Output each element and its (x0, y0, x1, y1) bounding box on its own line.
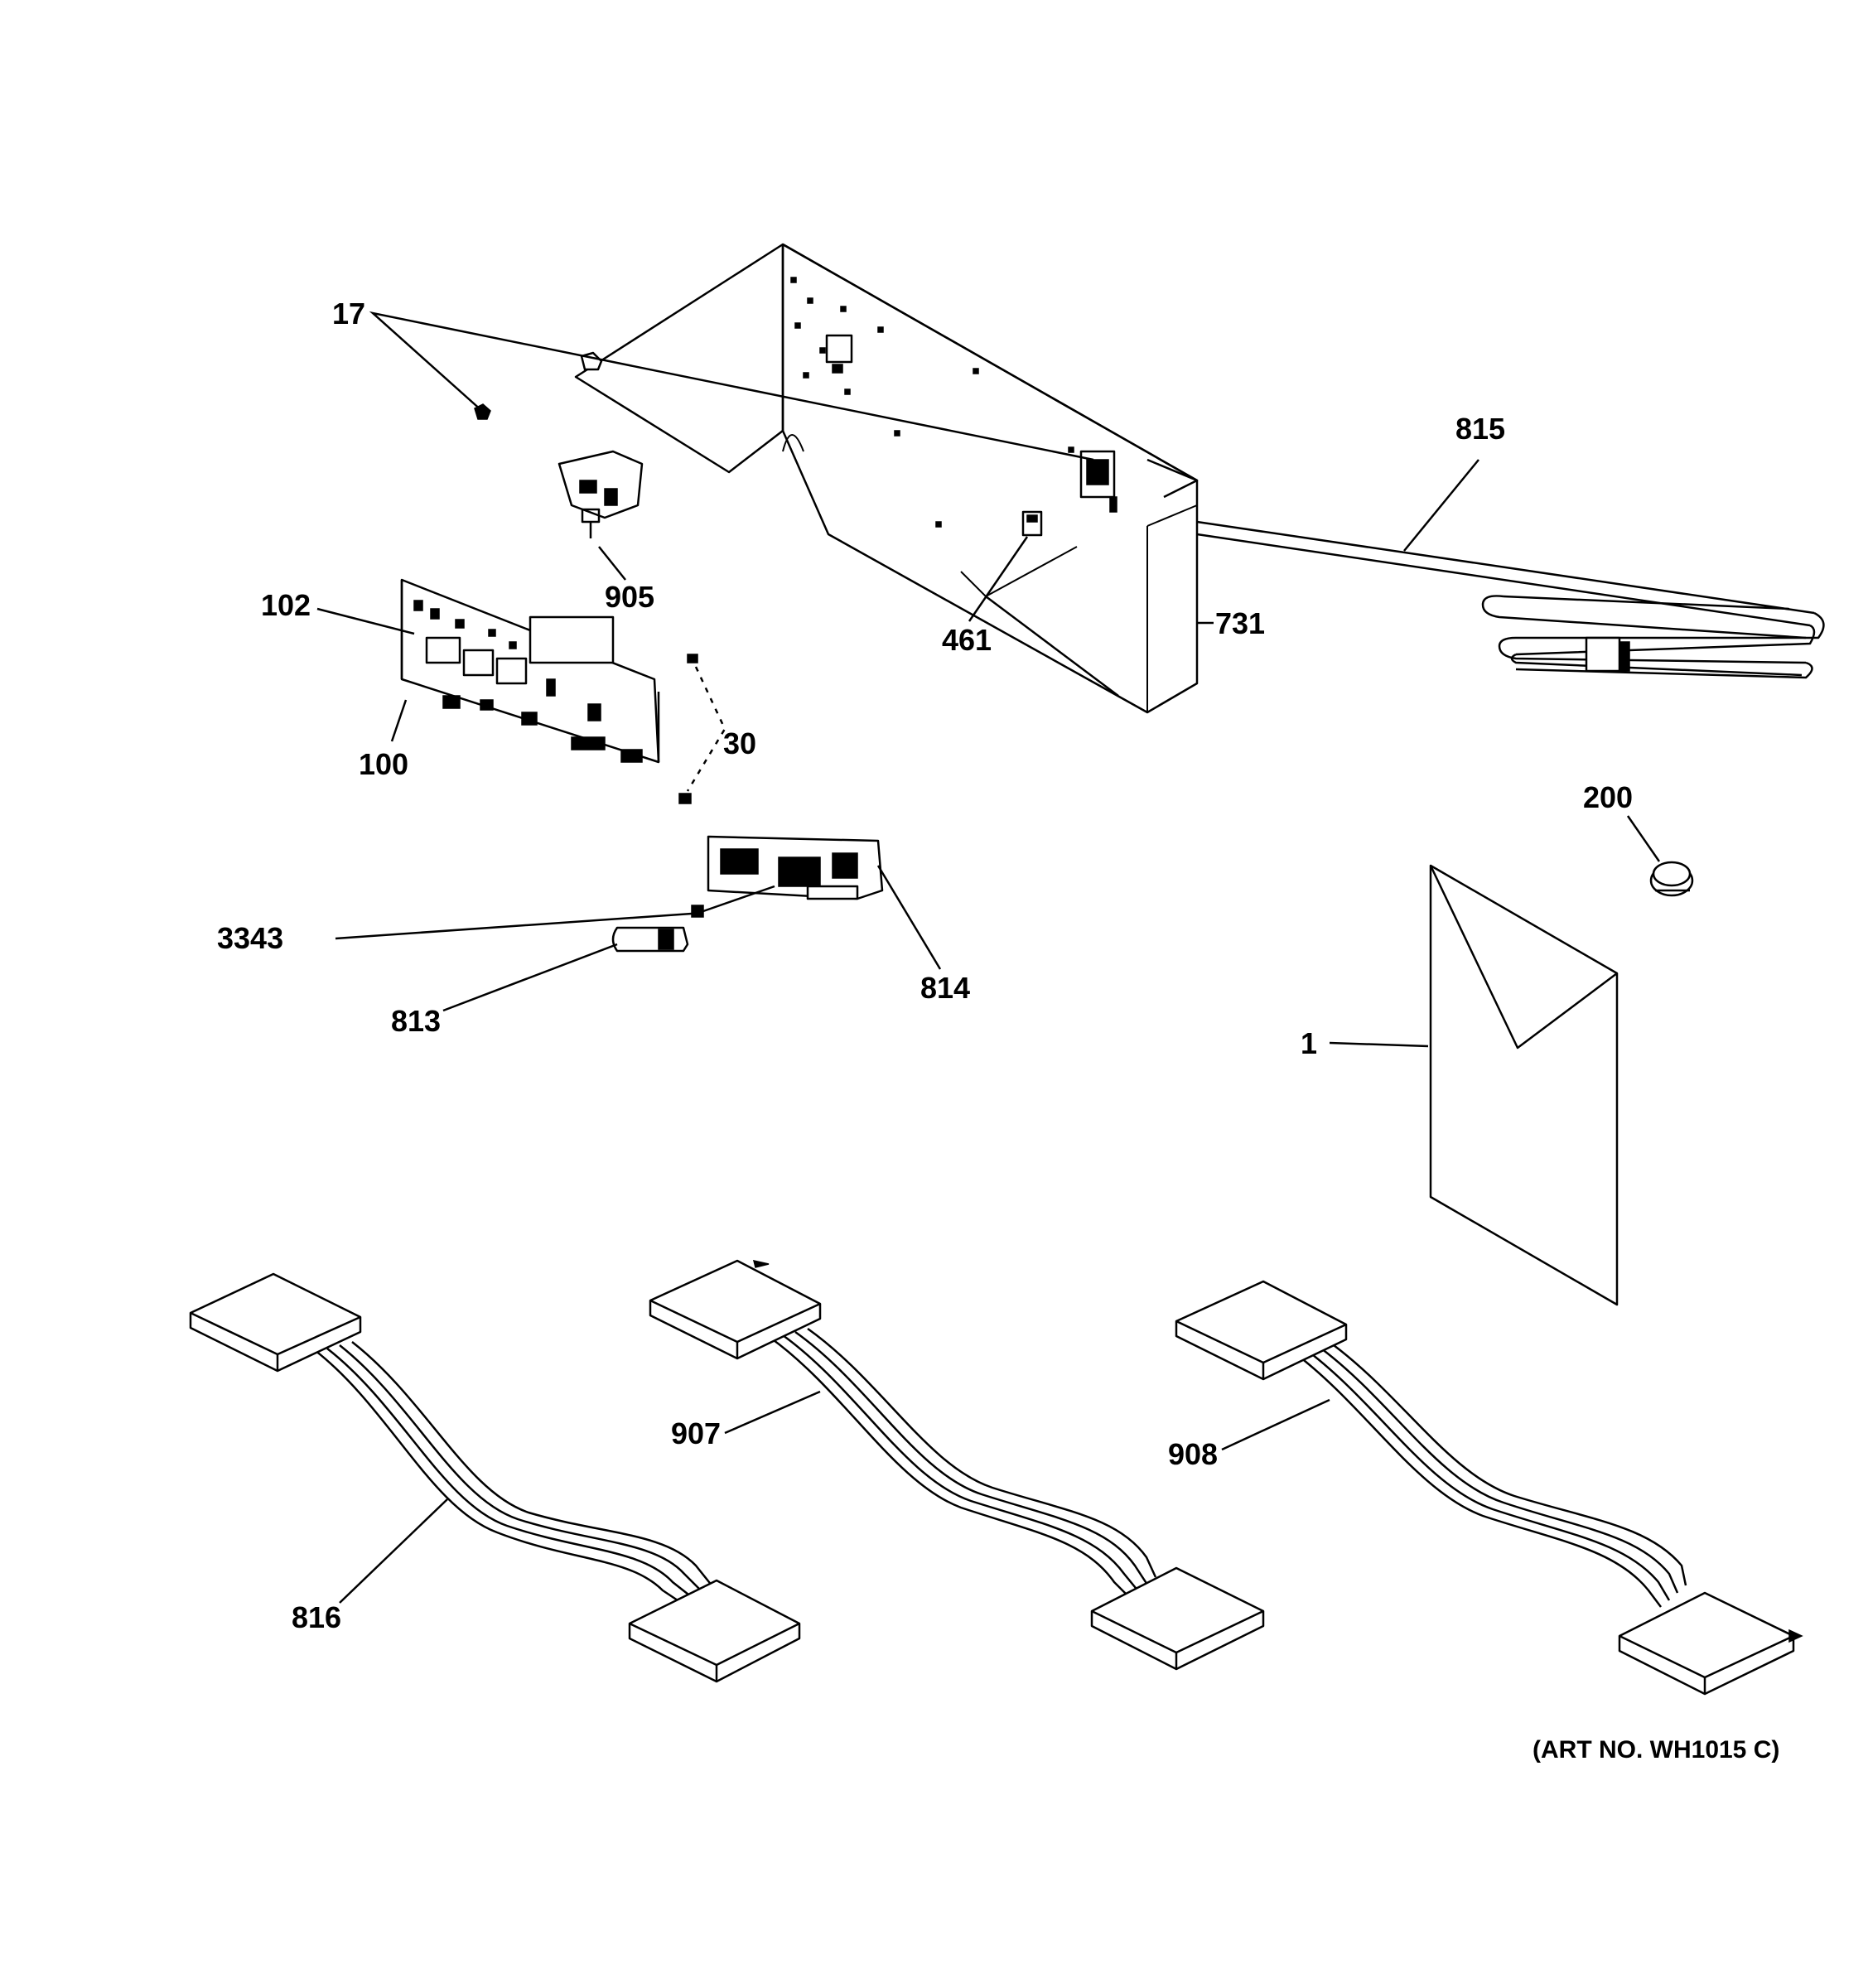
label-461: 461 (942, 623, 992, 657)
literature-part-1 (1429, 864, 1619, 1306)
label-102: 102 (261, 588, 311, 622)
art-number: (ART NO. WH1015 C) (1533, 1736, 1779, 1764)
label-908: 908 (1168, 1437, 1218, 1471)
connector-813 (611, 926, 689, 953)
leader-461 (968, 536, 1029, 622)
label-731: 731 (1215, 606, 1265, 640)
leader-908 (1221, 1398, 1330, 1451)
label-17: 17 (332, 297, 365, 331)
label-200: 200 (1583, 780, 1633, 814)
leader-1 (1329, 1041, 1429, 1048)
wire-harness-907 (649, 1259, 1265, 1671)
leader-17 (369, 311, 1094, 461)
screw-17 (474, 351, 603, 420)
label-1: 1 (1301, 1026, 1317, 1060)
label-816: 816 (292, 1600, 341, 1634)
clip-3343 (691, 885, 775, 918)
wire-harness-908 (1175, 1280, 1803, 1696)
leader-907 (724, 1390, 821, 1435)
connector-block (628, 1579, 801, 1683)
leader-200 (1626, 815, 1661, 862)
label-813: 813 (391, 1004, 441, 1038)
screw-30 (678, 654, 698, 804)
label-814: 814 (920, 971, 970, 1005)
connector-block (649, 1259, 822, 1360)
connector-block (1090, 1566, 1265, 1671)
leader-3343 (335, 912, 693, 940)
leader-30 (686, 666, 726, 792)
thermal-part-200 (1649, 861, 1694, 897)
housing-part (574, 243, 1199, 714)
connector-block (1618, 1591, 1803, 1696)
label-30: 30 (723, 726, 756, 760)
leader-815 (1403, 459, 1479, 552)
connector-block (189, 1272, 362, 1373)
label-907: 907 (671, 1416, 721, 1450)
relay-905 (558, 450, 644, 538)
label-905: 905 (605, 580, 654, 614)
label-100: 100 (359, 747, 408, 781)
leader-102 (316, 607, 415, 635)
label-815: 815 (1455, 412, 1505, 446)
wire-harness-816 (189, 1272, 801, 1683)
label-3343: 3343 (217, 921, 283, 955)
bracket-814 (707, 835, 884, 900)
leader-100 (390, 699, 408, 742)
leader-813 (442, 943, 618, 1012)
leader-905 (598, 546, 626, 581)
leader-814 (876, 865, 942, 970)
wire-tube-815 (1196, 520, 1825, 679)
leader-816 (339, 1498, 448, 1604)
connector-block (1175, 1280, 1348, 1381)
control-board-100 (400, 578, 660, 764)
